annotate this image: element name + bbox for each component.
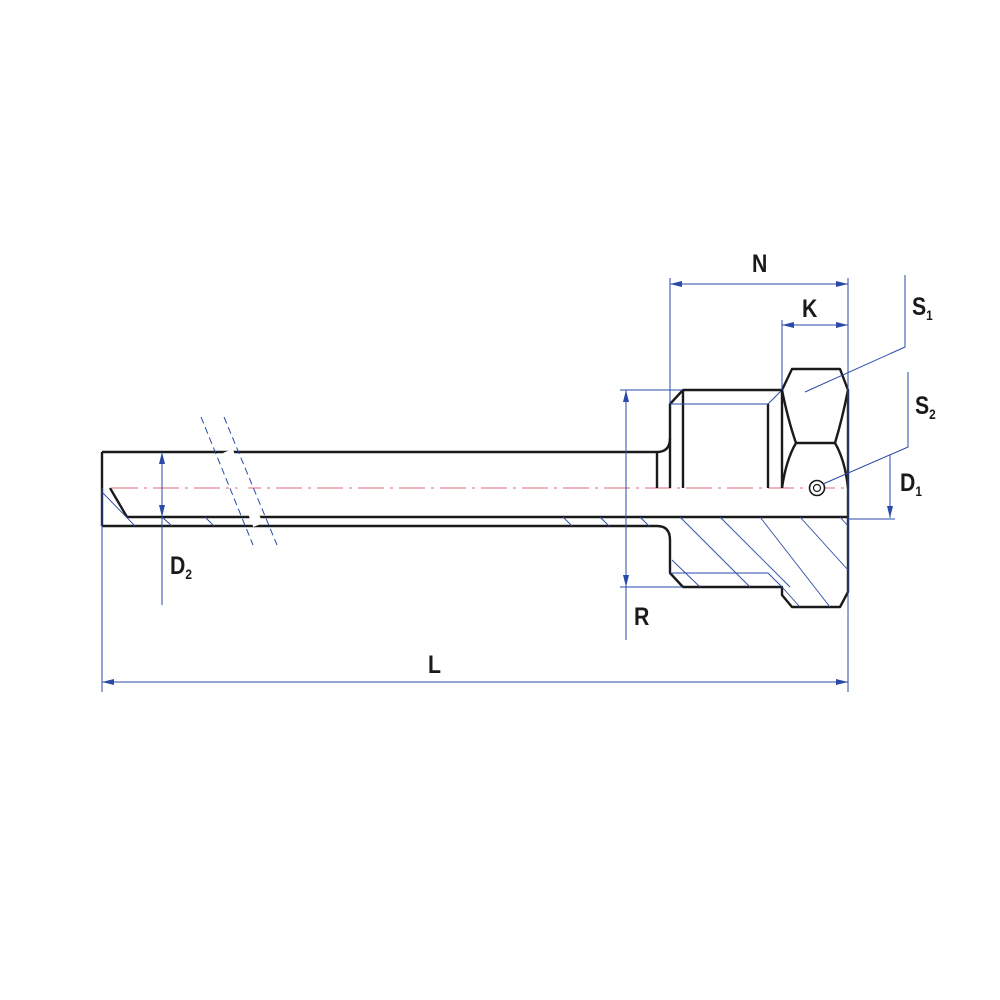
label-s1: S1 (912, 293, 933, 323)
leader-s1 (804, 275, 906, 393)
label-k: K (802, 295, 818, 323)
dimensions (101, 275, 909, 692)
label-n: N (752, 250, 768, 278)
label-d1: D1 (900, 469, 922, 499)
label-r: R (634, 603, 650, 631)
leader-s2 (822, 372, 909, 485)
section-hatching (101, 491, 849, 608)
label-s2: S2 (915, 392, 936, 422)
bore-hole-icon (808, 479, 826, 497)
break-line (223, 416, 278, 546)
hex-nut (780, 367, 850, 517)
label-l: L (428, 651, 441, 679)
label-d2: D2 (170, 552, 192, 582)
tube-outline (100, 388, 850, 609)
break-line (200, 416, 254, 546)
